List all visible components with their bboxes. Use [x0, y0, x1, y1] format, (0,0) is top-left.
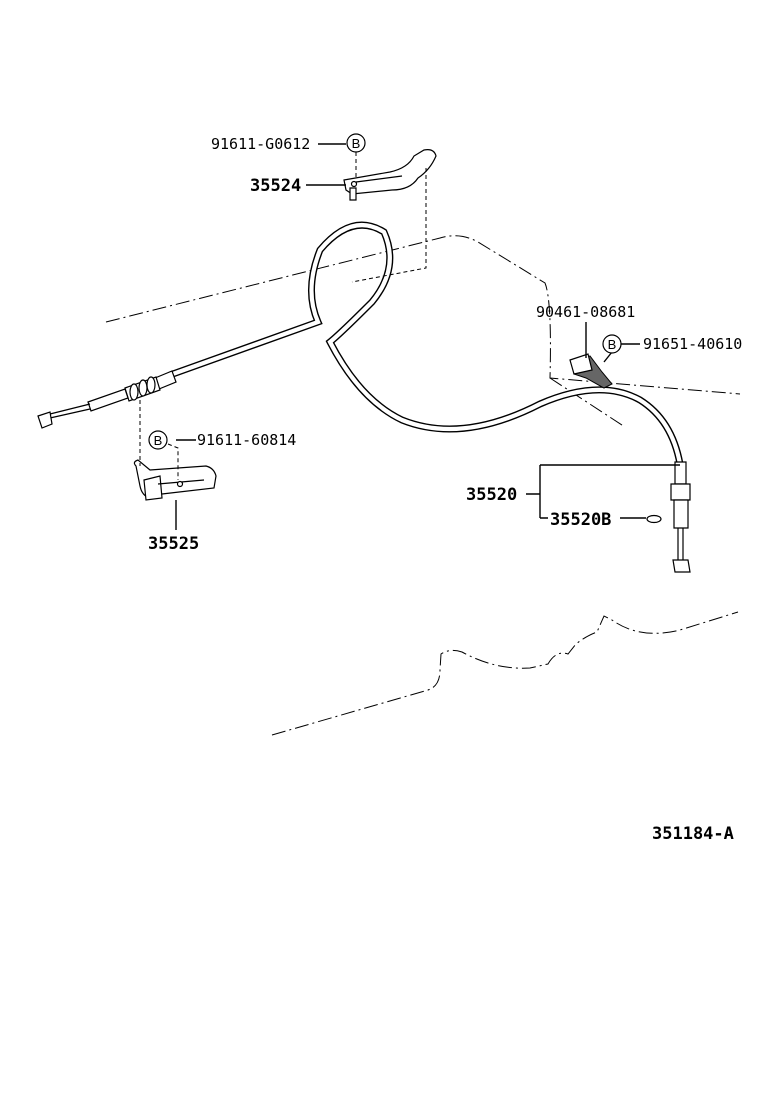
- label-bracket-upper: 35524: [250, 176, 301, 196]
- label-cable-assembly: 35520: [466, 485, 517, 505]
- bracket-35524: [343, 149, 437, 201]
- body-outline-upper: [105, 235, 741, 428]
- drawing-number: 351184-A: [652, 824, 734, 844]
- clamp-90461: [569, 353, 613, 389]
- label-bolt-lower: 91611-60814: [197, 431, 296, 449]
- svg-text:B: B: [352, 136, 361, 151]
- leader-dash-upper: [351, 152, 427, 283]
- label-bolt-upper: 91611-G0612: [211, 135, 310, 153]
- svg-text:B: B: [154, 433, 163, 448]
- label-cable-subpart: 35520B: [550, 510, 611, 530]
- svg-text:B: B: [608, 337, 617, 352]
- label-clamp: 90461-08681: [536, 303, 635, 321]
- reference-mark-clamp: B: [602, 334, 622, 354]
- o-ring-35520b: [646, 514, 662, 524]
- reference-mark-lower: B: [148, 430, 168, 450]
- label-bracket-lower: 35525: [148, 534, 199, 554]
- leader-lines: [175, 143, 680, 530]
- bracket-35525: [133, 459, 217, 501]
- control-cable: [37, 221, 691, 573]
- label-bolt-clamp: 91651-40610: [643, 335, 742, 353]
- body-outline-lower: [271, 611, 739, 736]
- reference-mark-upper: B: [346, 133, 366, 153]
- leader-dash-lower: [139, 400, 179, 480]
